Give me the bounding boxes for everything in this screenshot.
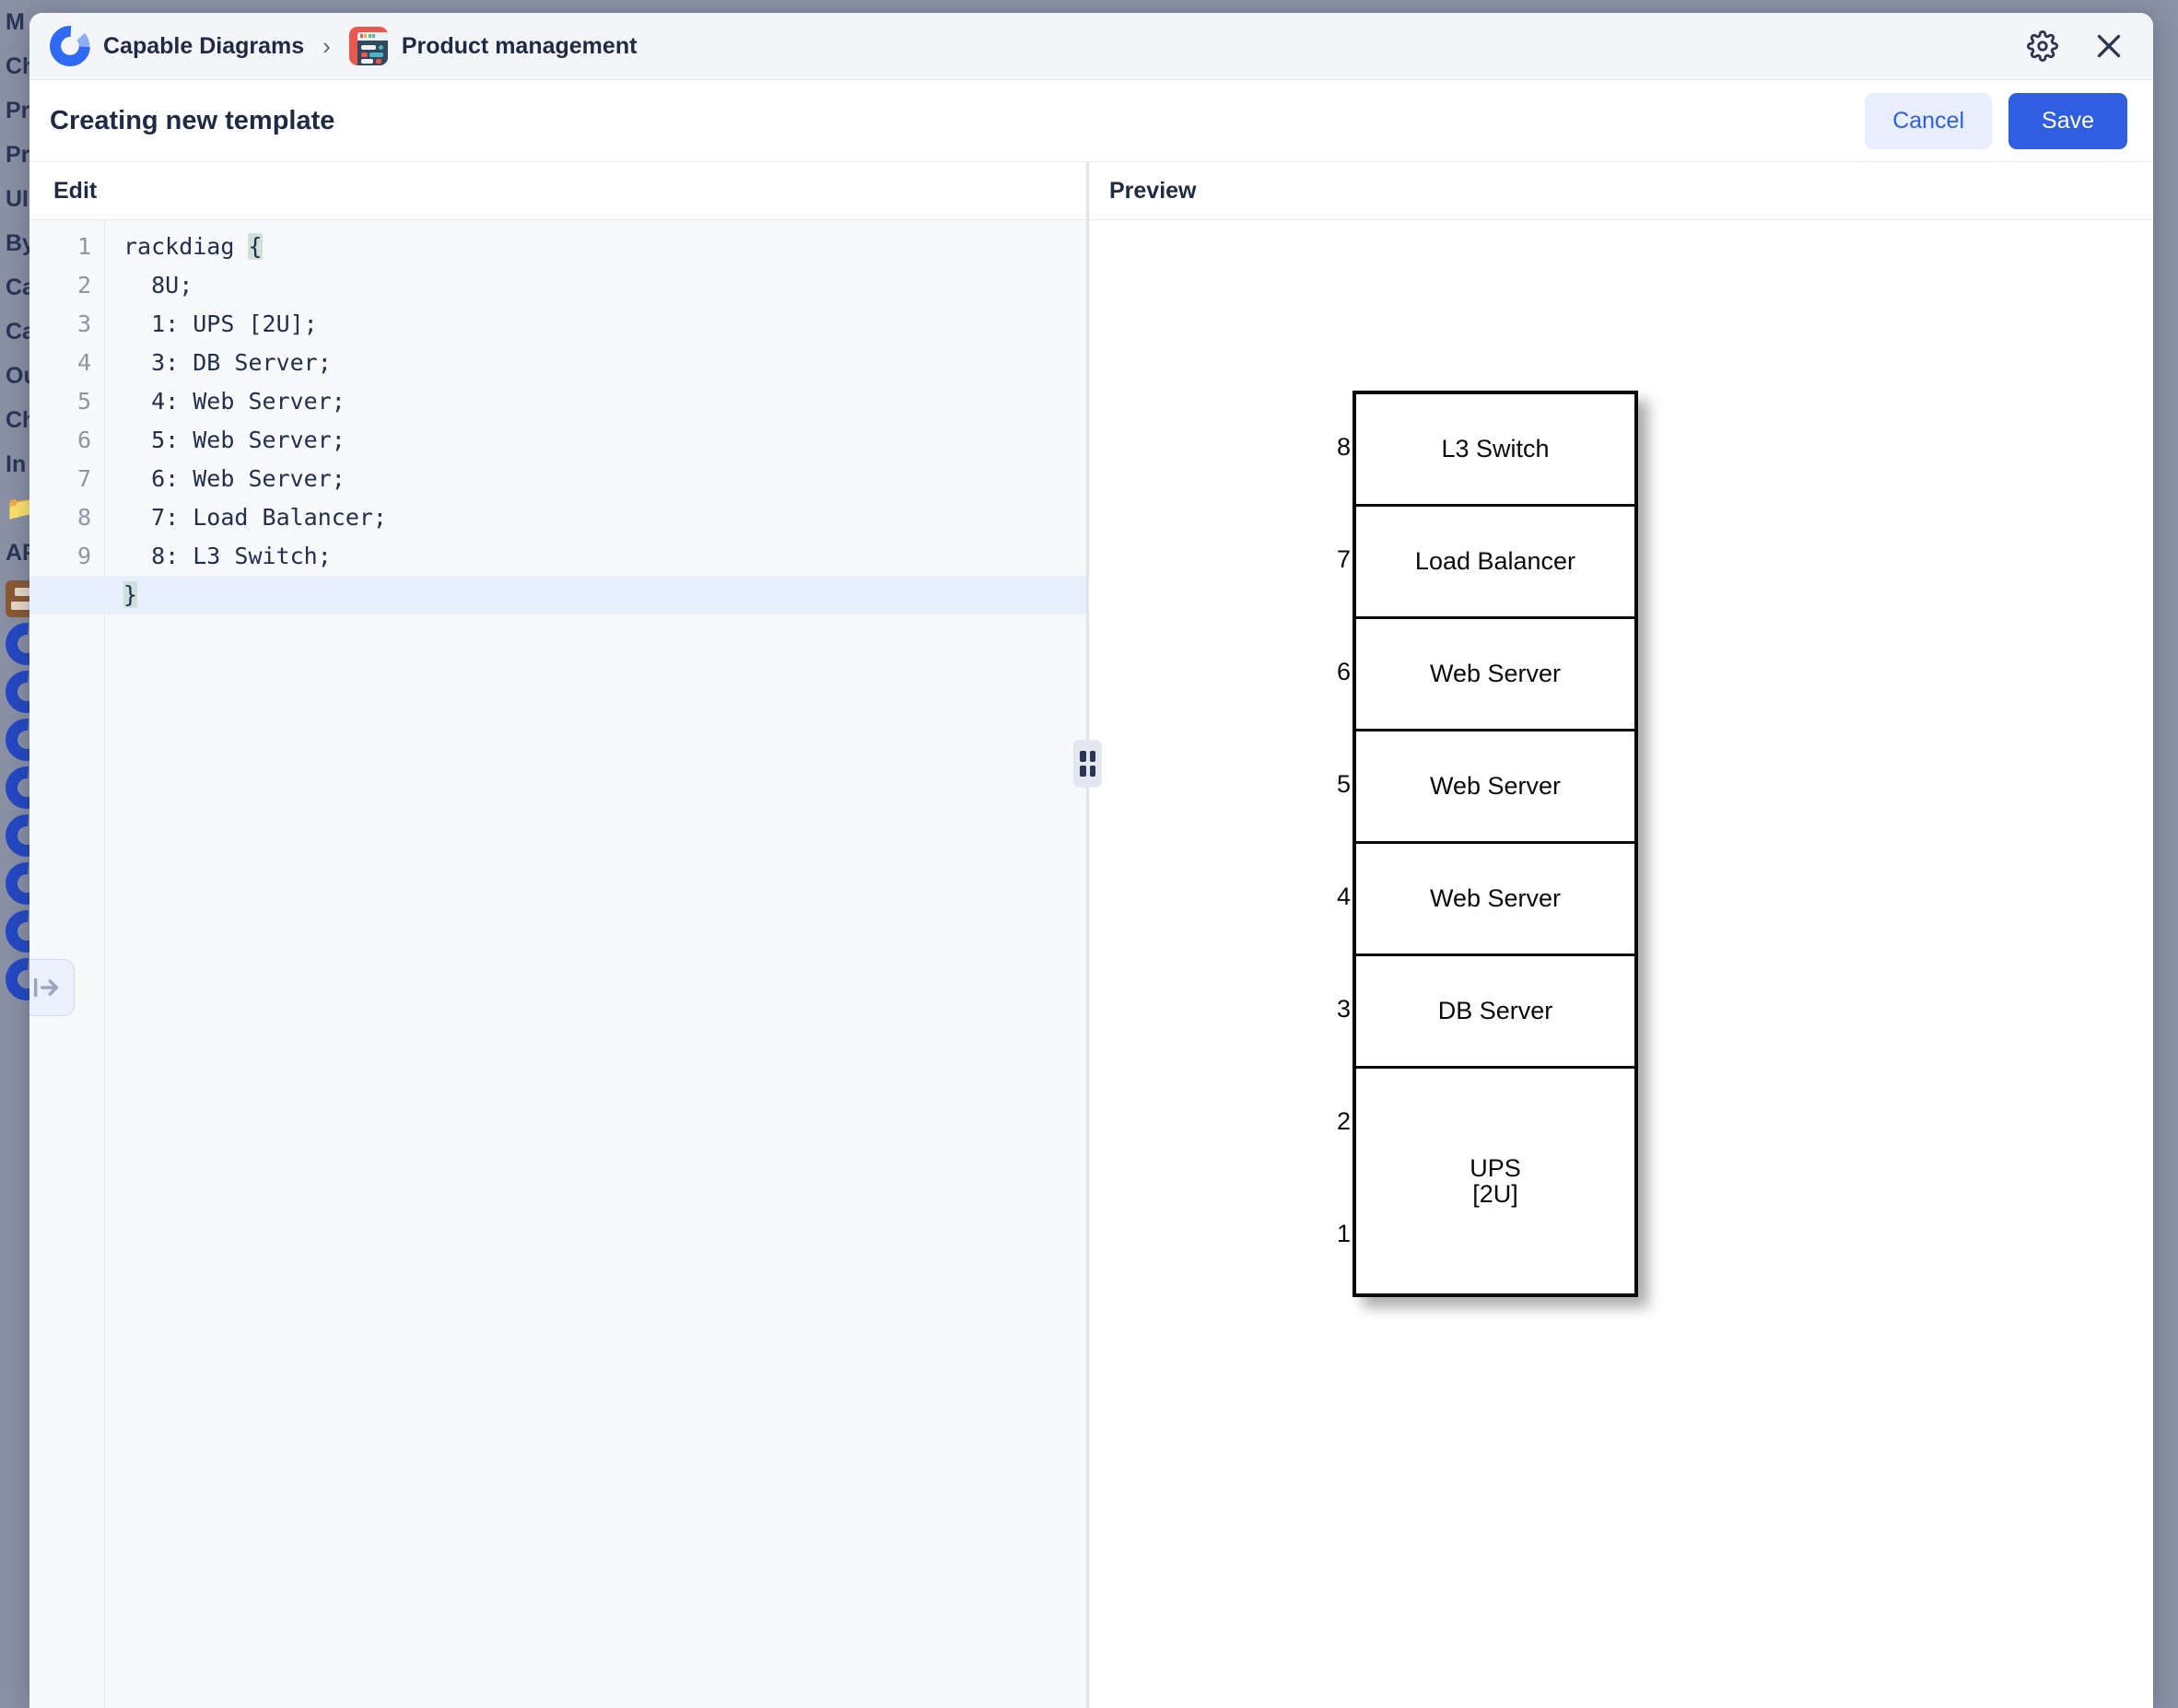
line-number: 10 xyxy=(63,581,91,608)
code-line[interactable]: 1: UPS [2U]; xyxy=(123,305,1087,344)
modal-header: Capable Diagrams › Product management xyxy=(29,13,2153,80)
bg-sidebar-item[interactable]: Pr xyxy=(6,98,30,123)
expand-sidebar-button[interactable] xyxy=(29,959,75,1016)
handle-dot xyxy=(1089,751,1095,762)
cancel-button[interactable]: Cancel xyxy=(1865,92,1993,149)
product-management-icon xyxy=(348,27,388,65)
code-line[interactable]: 5: Web Server; xyxy=(123,421,1087,460)
rack-row-label: DB Server xyxy=(1437,997,1553,1025)
code-line[interactable]: 8: L3 Switch; xyxy=(123,537,1087,576)
pane-splitter[interactable] xyxy=(1073,162,1102,1708)
splitter-handle[interactable] xyxy=(1073,740,1102,788)
bg-sidebar-item[interactable]: M xyxy=(6,9,25,35)
code-text: 3: DB Server; xyxy=(123,349,332,376)
brace-highlight: { xyxy=(248,233,263,260)
preview-pane-title: Preview xyxy=(1088,162,2153,220)
rack-row: DB Server xyxy=(1356,956,1634,1069)
code-line[interactable]: rackdiag { xyxy=(123,228,1087,266)
line-number: 5 xyxy=(76,388,91,415)
code-content[interactable]: rackdiag { 8U; 1: UPS [2U]; 3: DB Server… xyxy=(105,220,1087,1708)
breadcrumb-current[interactable]: Product management xyxy=(401,32,638,59)
chevron-right-icon: › xyxy=(322,32,331,60)
rack-unit-tick: 6 xyxy=(1336,657,1351,685)
line-number: 2 xyxy=(76,272,91,298)
brace-highlight: } xyxy=(123,581,138,608)
rack-row-label: L3 Switch xyxy=(1441,435,1550,463)
rack-unit-tick: 2 xyxy=(1336,1106,1351,1135)
code-line[interactable]: 6: Web Server; xyxy=(123,460,1087,498)
close-icon[interactable] xyxy=(2089,26,2129,66)
rack-unit-tick: 7 xyxy=(1336,544,1351,573)
rack-row: Load Balancer xyxy=(1356,507,1634,619)
rack-unit-tick: 8 xyxy=(1336,432,1351,461)
rack-row: UPS [2U] xyxy=(1356,1069,1634,1293)
save-button[interactable]: Save xyxy=(2008,92,2127,149)
code-line[interactable]: 4: Web Server; xyxy=(123,382,1087,421)
code-text: rackdiag xyxy=(123,233,249,260)
code-line[interactable]: } xyxy=(123,576,1087,614)
edit-pane-title: Edit xyxy=(29,162,1087,220)
gear-icon[interactable] xyxy=(2022,26,2063,66)
rack-row: Web Server xyxy=(1356,844,1634,956)
rack-row-label: Web Server xyxy=(1429,772,1562,801)
code-line[interactable]: 7: Load Balancer; xyxy=(123,498,1087,537)
code-editor[interactable]: 1 2 3 4 5 6 7 8 9 10 rackdiag { 8U; 1: UPS [2U]; … xyxy=(29,220,1087,1708)
rack-unit-tick: 3 xyxy=(1336,994,1351,1023)
folder-icon[interactable]: 📁 xyxy=(6,496,35,521)
handle-dot xyxy=(1089,766,1095,777)
rack-row-label: Web Server xyxy=(1429,884,1562,913)
rack-unit-tick: 1 xyxy=(1336,1219,1351,1247)
rack-row-label: Load Balancer xyxy=(1414,547,1576,576)
rack-row: Web Server xyxy=(1356,619,1634,731)
page-title: Creating new template xyxy=(50,105,335,135)
line-number: 9 xyxy=(76,543,91,569)
rack-row-label: UPS [2U] xyxy=(1470,1153,1521,1208)
rack-row: L3 Switch xyxy=(1356,394,1634,507)
capable-logo-icon[interactable] xyxy=(41,17,100,76)
bg-sidebar-item[interactable]: Pr xyxy=(6,142,30,168)
breadcrumb-brand[interactable]: Capable Diagrams xyxy=(103,32,305,59)
code-text: 6: Web Server; xyxy=(123,465,345,492)
line-number: 4 xyxy=(76,349,91,376)
line-number: 7 xyxy=(76,465,91,492)
code-text: 7: Load Balancer; xyxy=(123,504,387,531)
rack-unit-tick: 4 xyxy=(1336,882,1351,910)
code-line[interactable]: 3: DB Server; xyxy=(123,344,1087,382)
code-text: 1: UPS [2U]; xyxy=(123,310,318,337)
code-line[interactable]: 8U; xyxy=(123,266,1087,305)
line-number: 1 xyxy=(76,233,91,260)
handle-dot xyxy=(1080,751,1086,762)
rack-row-label: Web Server xyxy=(1429,660,1562,688)
rack-unit-ticks: 8 7 6 5 4 3 2 1 xyxy=(1310,391,1351,1290)
modal-body: Edit 1 2 3 4 5 6 7 8 9 10 rackdiag { 8U; 1: UPS [… xyxy=(29,162,2153,1708)
bg-sidebar-item[interactable]: UI xyxy=(6,186,29,212)
code-text: 5: Web Server; xyxy=(123,427,345,453)
code-text: 8U; xyxy=(123,272,193,298)
code-text: 4: Web Server; xyxy=(123,388,345,415)
line-number: 6 xyxy=(76,427,91,453)
line-number: 3 xyxy=(76,310,91,337)
rack-row: Web Server xyxy=(1356,731,1634,844)
handle-dot xyxy=(1080,766,1086,777)
template-editor-modal: Capable Diagrams › Product management Cr… xyxy=(29,13,2153,1708)
modal-toolbar: Creating new template Cancel Save xyxy=(29,80,2153,162)
code-text: 8: L3 Switch; xyxy=(123,543,332,569)
edit-pane: Edit 1 2 3 4 5 6 7 8 9 10 rackdiag { 8U; 1: UPS [… xyxy=(29,162,1087,1708)
line-number: 8 xyxy=(76,504,91,531)
bg-sidebar-item[interactable]: In xyxy=(6,451,27,477)
rack-unit-tick: 5 xyxy=(1336,769,1351,798)
